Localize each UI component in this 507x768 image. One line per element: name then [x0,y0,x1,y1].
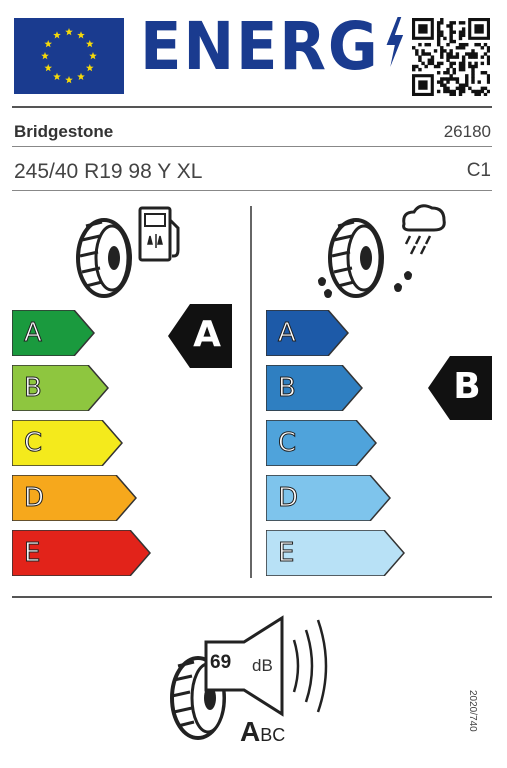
wet-grip-rating-badge: B [428,356,492,420]
eu-flag-icon [14,18,124,94]
fuel-scale-bar-b: B [11,364,152,412]
supplier-name: Bridgestone [14,122,114,141]
wet-scale-letter: B [278,373,297,404]
noise-class-rest: BC [260,725,286,745]
rain-cloud-tyre-icon [310,200,450,300]
wet-scale-bar-d: D [265,474,406,522]
fuel-scale-letter: D [23,483,45,514]
fuel-scale-letter: E [23,538,41,569]
tyre-class: C1 [466,160,491,181]
tyre-size: 245/40 R19 98 Y XL [14,160,203,183]
wet-scale-letter: A [278,318,297,349]
fuel-efficiency-rating-badge: A [168,304,232,368]
speaker-tyre-icon [160,614,340,754]
wet-scale-letter: C [277,428,297,459]
lightning-icon [383,14,407,68]
noise-class: ABC [240,716,285,748]
fuel-scale-letter: A [24,318,43,349]
bottom-divider [12,596,492,598]
wet-scale-bar-b: B [265,364,406,412]
wet-grip-rating: B [453,366,481,407]
wet-scale-bar-c: C [265,419,406,467]
fuel-scale-bar-c: C [11,419,152,467]
fuel-efficiency-rating: A [193,314,221,355]
wet-scale-letter: D [277,483,299,514]
wet-scale-letter: E [277,538,295,569]
qr-code[interactable] [412,18,491,97]
energy-title: ENERG [140,14,407,80]
regulation-number: 2020/740 [467,690,478,732]
wet-scale-bar-e: E [265,529,406,577]
column-divider [250,206,252,578]
fuel-pump-tyre-icon [66,200,186,300]
noise-value: 69 [210,652,232,673]
noise-unit: dB [252,656,273,675]
size-divider [12,190,492,191]
fuel-scale-letter: C [23,428,43,459]
header-divider [12,106,492,108]
fuel-scale-bar-d: D [11,474,152,522]
wet-scale-bar-a: A [265,309,406,357]
fuel-scale-letter: B [24,373,43,404]
supplier-divider [12,146,492,147]
article-number: 26180 [443,122,491,141]
fuel-scale-bar-e: E [11,529,152,577]
fuel-scale-bar-a: A [11,309,152,357]
noise-class-main: A [240,716,261,747]
